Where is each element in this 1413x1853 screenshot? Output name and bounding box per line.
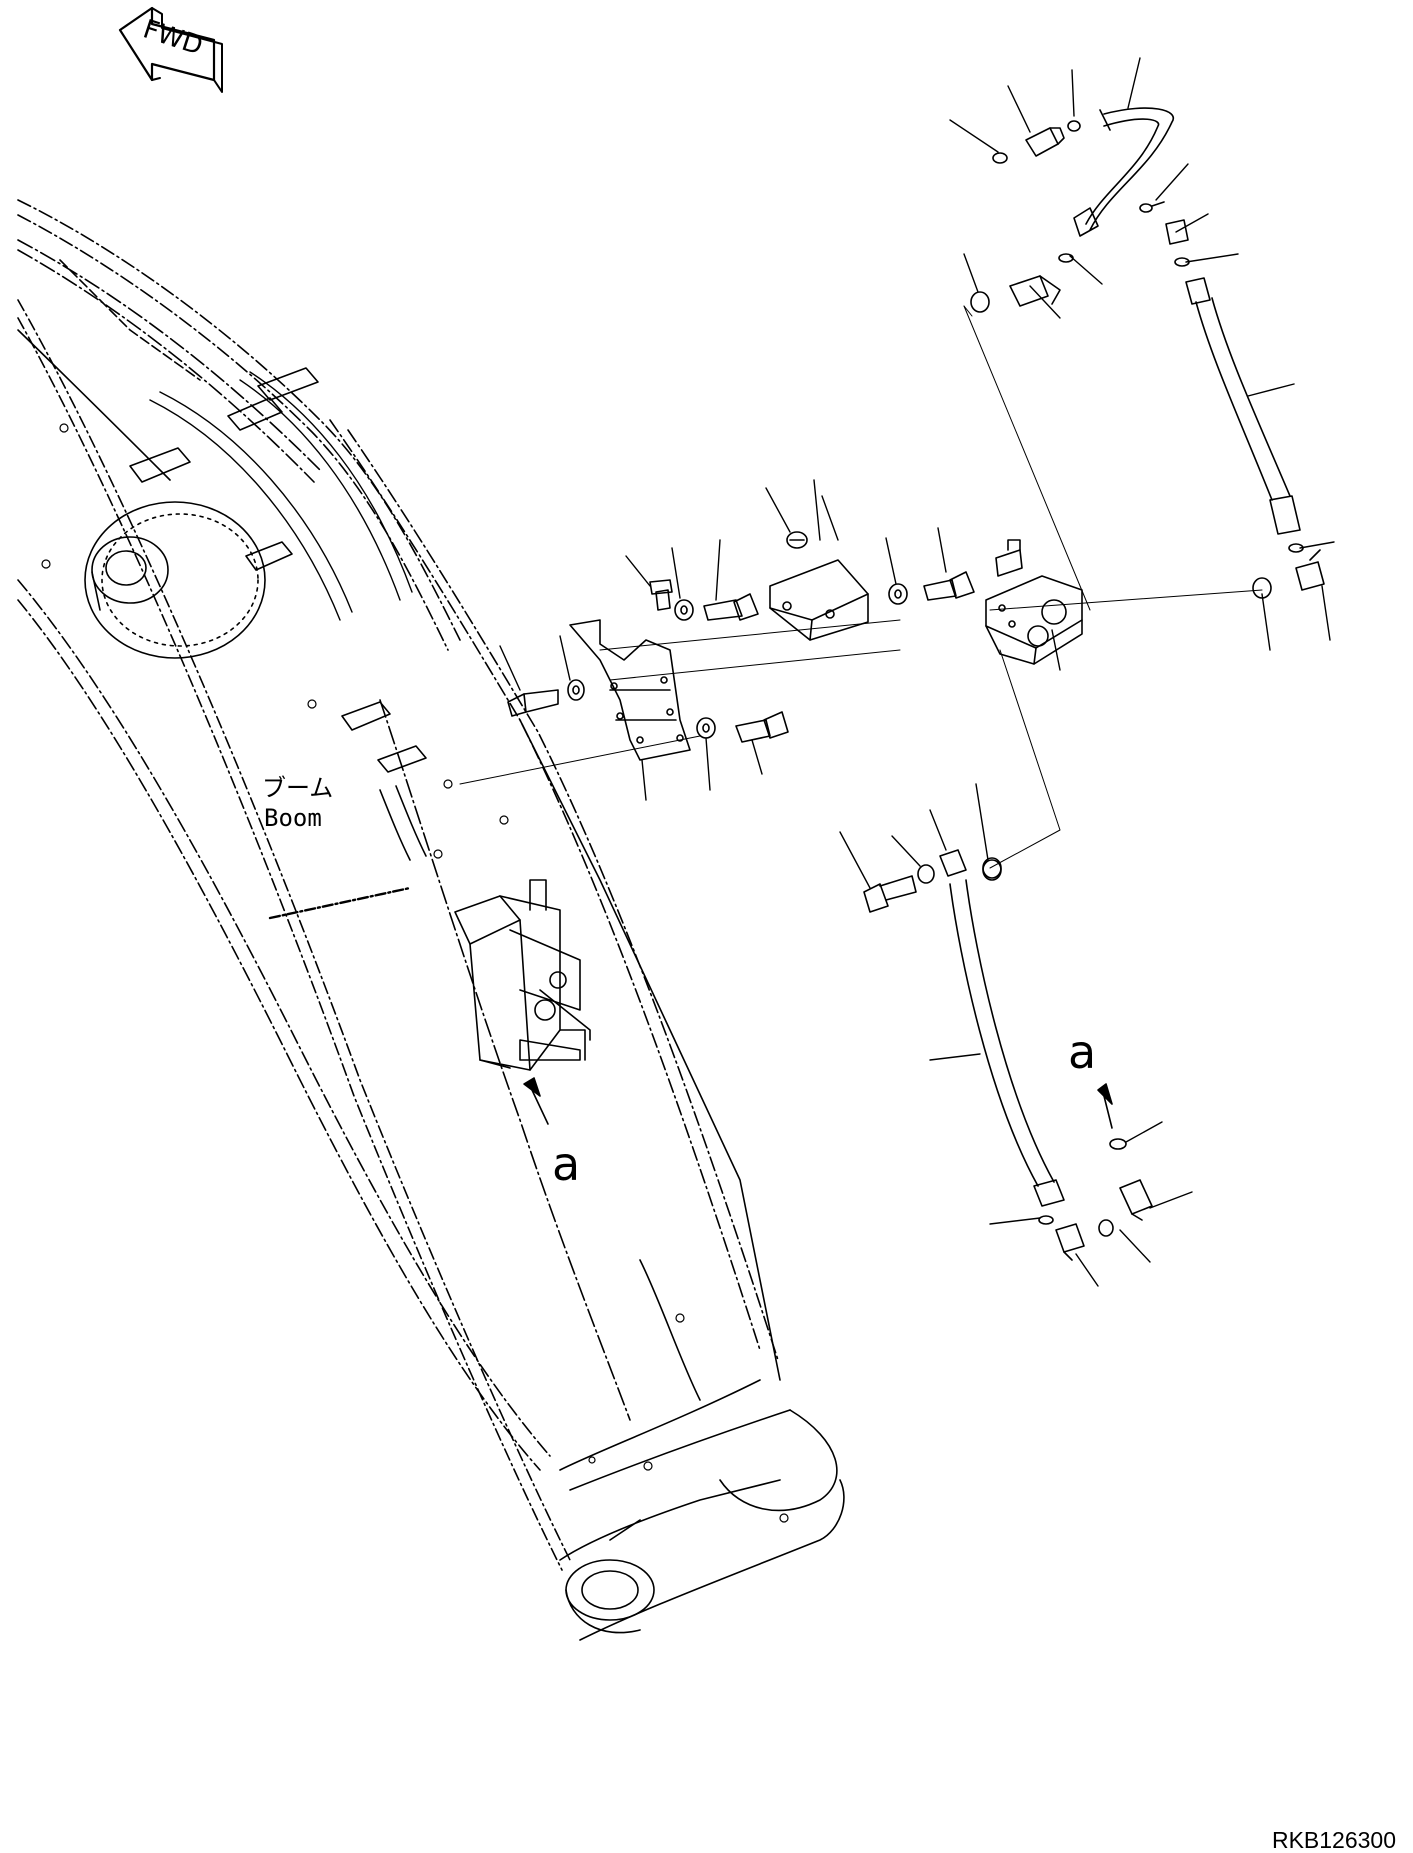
detail-view-label: a [1068, 1025, 1096, 1079]
upper-fittings [970, 107, 1190, 313]
assembly-lines [459, 305, 1263, 869]
hydraulic-hose-lower [949, 857, 1153, 1261]
boom-label-jp: ブーム [262, 774, 333, 802]
detail-view-arrow [1103, 1095, 1113, 1129]
boom-outline [17, 199, 845, 1641]
drawing-code: RKB126300 [1272, 1827, 1396, 1853]
bolt-set [507, 571, 1002, 913]
hydraulic-hose-upper [1185, 277, 1325, 599]
valve-cover [769, 531, 869, 641]
leader-lines [499, 57, 1335, 1287]
boom-label-en: Boom [264, 804, 322, 832]
valve-block [985, 539, 1083, 665]
detail-arrow [531, 1089, 549, 1125]
mounting-bracket [569, 619, 691, 761]
fwd-label: FWD [139, 14, 206, 61]
installed-valve-assembly [454, 879, 591, 1071]
detail-callout: a [552, 1137, 580, 1191]
fwd-arrow-icon: FWD [118, 6, 223, 93]
